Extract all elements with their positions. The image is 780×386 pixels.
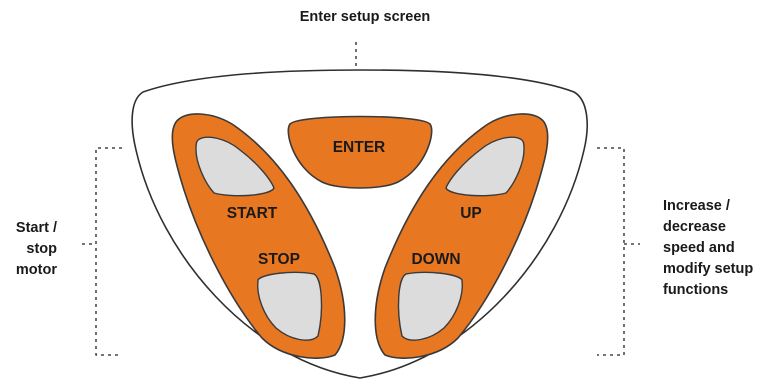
start-stop-key[interactable]: START STOP bbox=[171, 113, 346, 359]
down-key-window bbox=[397, 271, 463, 341]
speed-setup-caption: Increase / decrease speed and modify set… bbox=[663, 198, 753, 298]
stop-key-window bbox=[257, 271, 323, 341]
down-key-label[interactable]: DOWN bbox=[411, 251, 460, 268]
start-stop-caption-line-3: motor bbox=[16, 262, 57, 278]
start-stop-caption: Start / stop motor bbox=[16, 220, 57, 278]
start-key-label[interactable]: START bbox=[227, 205, 278, 222]
start-key-window bbox=[195, 136, 275, 197]
up-key-window bbox=[445, 136, 525, 197]
speed-caption-line-1: Increase / bbox=[663, 198, 730, 214]
enter-key-label: ENTER bbox=[333, 139, 386, 156]
right-bracket bbox=[597, 147, 640, 356]
speed-caption-line-2: decrease bbox=[663, 219, 726, 235]
stop-key-label[interactable]: STOP bbox=[258, 251, 300, 268]
speed-caption-line-4: modify setup bbox=[663, 261, 753, 277]
speed-caption-line-5: functions bbox=[663, 282, 728, 298]
start-stop-caption-line-1: Start / bbox=[16, 220, 57, 236]
enter-setup-caption: Enter setup screen bbox=[300, 9, 431, 25]
speed-caption-line-3: speed and bbox=[663, 240, 735, 256]
up-down-key[interactable]: UP DOWN bbox=[374, 113, 549, 359]
enter-key[interactable]: ENTER bbox=[287, 115, 433, 189]
up-key-label[interactable]: UP bbox=[460, 205, 482, 222]
start-stop-caption-line-2: stop bbox=[26, 241, 57, 257]
left-bracket bbox=[82, 147, 122, 356]
